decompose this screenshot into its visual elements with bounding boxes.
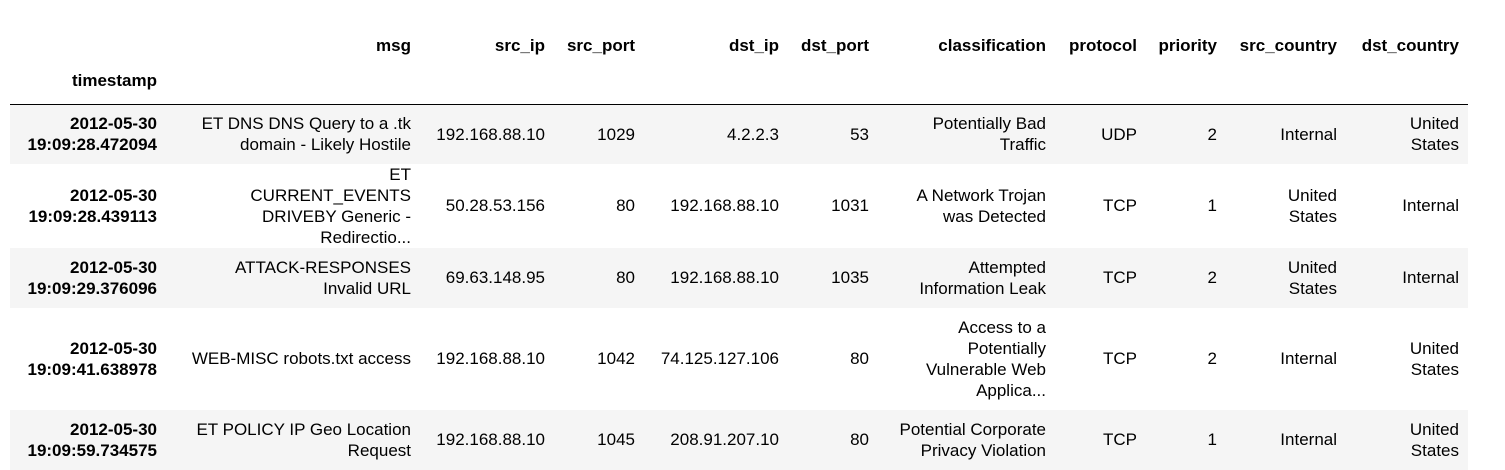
cell-src-ip: 69.63.148.95 [445,268,545,287]
cell-src-country: Internal [1280,124,1337,144]
cell-src-port: 1029 [597,124,635,144]
column-header-classification: classification [938,35,1046,55]
column-header-src-ip: src_ip [494,35,545,55]
cell-msg: ATTACK-RESPONSES Invalid URL [234,257,411,298]
cell-classification: Attempted Information Leak [919,257,1046,298]
cell-dst-port: 80 [850,430,869,449]
cell-dst-port: 1035 [831,268,869,287]
cell-src-port: 1042 [597,349,635,368]
index-header-row: timestamp [10,66,1468,105]
cell-dst-ip: 192.168.88.10 [670,196,779,215]
column-header-src-country: src_country [1239,35,1337,55]
cell-dst-ip: 208.91.207.10 [670,430,779,449]
cell-dst-port: 1031 [831,196,869,215]
cell-protocol: UDP [1101,124,1137,144]
cell-src-port: 80 [616,268,635,287]
cell-src-country: United States [1287,257,1337,298]
column-header-src-port: src_port [566,35,635,55]
cell-priority: 1 [1207,430,1217,449]
column-header-dst-ip: dst_ip [728,35,779,55]
cell-protocol: TCP [1103,196,1137,215]
column-header-dst-port: dst_port [801,35,869,55]
alerts-table: msg src_ip src_port dst_ip dst_port clas… [10,24,1468,470]
column-header-row: msg src_ip src_port dst_ip dst_port clas… [10,24,1468,66]
cell-dst-country: United States [1409,114,1459,155]
cell-dst-country: Internal [1402,196,1459,215]
cell-priority: 2 [1207,268,1217,287]
cell-classification: A Network Trojan was Detected [916,185,1046,226]
table-header: msg src_ip src_port dst_ip dst_port clas… [10,24,1468,105]
cell-classification: Potentially Bad Traffic [932,114,1046,155]
cell-src-ip: 50.28.53.156 [445,196,545,215]
cell-dst-port: 53 [850,124,869,144]
column-header-priority: priority [1158,35,1217,55]
column-header-dst-country: dst_country [1361,35,1459,55]
cell-msg: ET POLICY IP Geo Location Request [196,419,411,460]
cell-dst-ip: 4.2.2.3 [727,124,779,144]
column-header-msg: msg [376,35,411,55]
cell-dst-ip: 74.125.127.106 [660,349,779,368]
index-header-blank [10,24,166,66]
cell-dst-country: United States [1409,419,1459,460]
cell-classification: Access to a Potentially Vulnerable Web A… [925,317,1046,400]
cell-priority: 1 [1207,196,1217,215]
cell-protocol: TCP [1103,349,1137,368]
cell-msg: WEB-MISC robots.txt access [191,349,411,368]
cell-src-country: United States [1287,185,1337,226]
cell-src-country: Internal [1280,430,1337,449]
index-header-timestamp: timestamp [71,71,157,90]
cell-src-port: 1045 [597,430,635,449]
cell-priority: 2 [1207,124,1217,144]
cell-protocol: TCP [1103,430,1137,449]
cell-src-ip: 192.168.88.10 [436,124,545,144]
cell-src-port: 80 [616,196,635,215]
cell-src-country: Internal [1280,349,1337,368]
column-header-protocol: protocol [1069,35,1137,55]
cell-dst-ip: 192.168.88.10 [670,268,779,287]
cell-dst-port: 80 [850,349,869,368]
cell-msg: ET DNS DNS Query to a .tk domain - Likel… [201,114,411,155]
cell-dst-country: Internal [1402,268,1459,287]
cell-protocol: TCP [1103,268,1137,287]
cell-priority: 2 [1207,349,1217,368]
cell-classification: Potential Corporate Privacy Violation [899,419,1046,460]
cell-dst-country: United States [1409,338,1459,379]
dataframe-container: msg src_ip src_port dst_ip dst_port clas… [10,24,1468,470]
cell-src-ip: 192.168.88.10 [436,430,545,449]
cell-msg: ET CURRENT_EVENTS DRIVEBY Generic - Redi… [250,164,411,247]
cell-src-ip: 192.168.88.10 [436,349,545,368]
